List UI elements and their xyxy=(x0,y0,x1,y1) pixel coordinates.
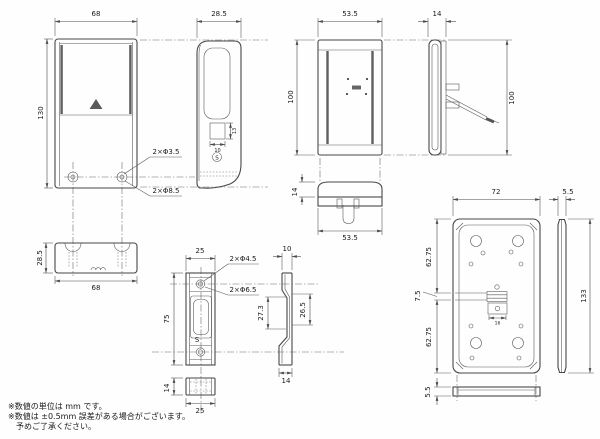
dim-strike-side-top: 10 xyxy=(283,245,292,253)
view-strike-front: S 25 75 2×Φ4.5 2×Φ6.5 xyxy=(163,247,259,366)
plate-hole-large xyxy=(470,235,482,247)
plate-cable-slot xyxy=(486,291,508,302)
label-unit-front-holes-large: 2×Φ8.5 xyxy=(153,187,180,195)
footnotes: ※数値の単位は mm です。 ※数値は ±0.5mm 誤差がある場合がございます… xyxy=(8,401,190,431)
label-unit-front-holes-small: 2×Φ3.5 xyxy=(153,148,180,156)
strike-side-contour xyxy=(278,273,288,365)
view-unit-side: 28.5 10 13 S xyxy=(196,10,242,189)
s-mark-unit-side: S xyxy=(215,156,219,162)
cable-wire xyxy=(445,94,488,118)
view-strike-side: 10 27.3 26.5 14 xyxy=(257,245,313,385)
note-line-2: ※数値は ±0.5mm 誤差がある場合がございます。 xyxy=(8,411,190,421)
reader-logo-mark xyxy=(352,85,361,90)
view-unit-bottom: 28.5 68 xyxy=(36,242,138,292)
view-reader-front: 53.5 100 xyxy=(287,10,383,156)
view-unit-front: 68 130 2×Φ3.5 2×Φ8.5 xyxy=(37,10,182,197)
dim-reader-side-height: 100 xyxy=(508,91,516,104)
dim-plate-width: 72 xyxy=(492,188,501,196)
plate-bottom-strip xyxy=(452,386,541,397)
view-reader-bottom: 14 53.5 xyxy=(291,174,383,242)
dim-strike-front-width: 25 xyxy=(196,247,205,255)
s-mark-circle-unit xyxy=(212,152,222,162)
mount-tab-lower xyxy=(445,101,460,109)
dim-unit-side-depth: 28.5 xyxy=(211,10,227,18)
dim-plate-side-depth: 5.5 xyxy=(562,188,573,196)
dim-strike-side-outer: 26.5 xyxy=(299,302,307,318)
dim-unit-front-width: 68 xyxy=(92,10,101,18)
strike-hole-bottom xyxy=(196,347,206,357)
dim-strike-bottom-width: 25 xyxy=(196,407,205,415)
view-plate-front: 16 72 5.5 133 62.75 62.75 7.5 xyxy=(414,188,594,405)
strike-window-outer xyxy=(190,295,212,339)
unit-side-outline xyxy=(196,40,242,189)
strike-front-outline xyxy=(185,272,216,366)
reader-front-outline xyxy=(317,39,383,156)
dim-reader-front-height: 100 xyxy=(287,90,295,103)
dim-plate-tab: 16 xyxy=(495,321,501,327)
dim-plate-upper: 62.75 xyxy=(425,247,433,267)
reader-bottom-base xyxy=(317,196,383,207)
label-strike-holes-small: 2×Φ4.5 xyxy=(230,255,257,263)
dim-plate-bottom-depth: 5.5 xyxy=(424,386,432,397)
strike-bottom-outline xyxy=(185,377,216,396)
dim-unit-bottom-depth: 28.5 xyxy=(36,250,44,266)
mount-tab-upper xyxy=(445,83,460,91)
plate-side-strip xyxy=(557,218,567,374)
label-strike-holes-large: 2×Φ6.5 xyxy=(230,286,257,294)
dim-plate-height: 133 xyxy=(580,289,588,302)
note-line-1: ※数値の単位は mm です。 xyxy=(8,401,107,411)
dim-strike-side-inner: 27.3 xyxy=(257,305,265,321)
dim-reader-bottom-width: 53.5 xyxy=(342,234,358,242)
dim-strike-bottom-depth: 14 xyxy=(163,383,171,392)
plate-hole-large xyxy=(512,337,524,349)
dim-unit-side-cutout-width: 10 xyxy=(214,148,220,154)
dim-plate-slot: 7.5 xyxy=(414,290,422,301)
dim-plate-lower: 62.75 xyxy=(425,327,433,347)
plate-tab-box xyxy=(487,302,508,315)
strike-hole-top xyxy=(196,279,206,289)
dim-reader-side-depth: 14 xyxy=(433,10,442,18)
strike-window-inner xyxy=(193,299,209,335)
mount-hole-left xyxy=(67,171,79,183)
cable-comb xyxy=(90,267,106,271)
cable-cutout xyxy=(209,122,226,140)
reader-connector xyxy=(342,205,355,224)
center-lines xyxy=(64,39,537,414)
dim-unit-bottom-width: 68 xyxy=(92,284,101,292)
mount-hole-right xyxy=(116,171,128,183)
note-line-3: 予めご了承ください。 xyxy=(16,421,96,431)
reader-bottom-dome xyxy=(317,181,383,198)
dim-strike-front-height: 75 xyxy=(163,315,171,324)
unit-bottom-outline xyxy=(54,242,138,274)
dim-unit-front-height: 130 xyxy=(37,106,45,119)
reader-side-outline xyxy=(428,39,442,156)
dim-reader-front-width: 53.5 xyxy=(342,10,358,18)
s-mark-strike: S xyxy=(195,336,200,344)
dim-unit-side-cutout-height: 13 xyxy=(232,128,238,134)
unit-front-outline xyxy=(54,38,138,189)
view-reader-side: 14 100 xyxy=(418,10,516,156)
view-strike-bottom: 14 25 xyxy=(163,377,216,415)
dim-reader-bottom-depth: 14 xyxy=(291,187,299,196)
plate-outline xyxy=(452,218,541,374)
brand-triangle-logo xyxy=(89,99,103,109)
plate-hole-large xyxy=(470,337,482,349)
plate-hole-large xyxy=(512,235,524,247)
dim-strike-side-bottom: 14 xyxy=(282,377,291,385)
